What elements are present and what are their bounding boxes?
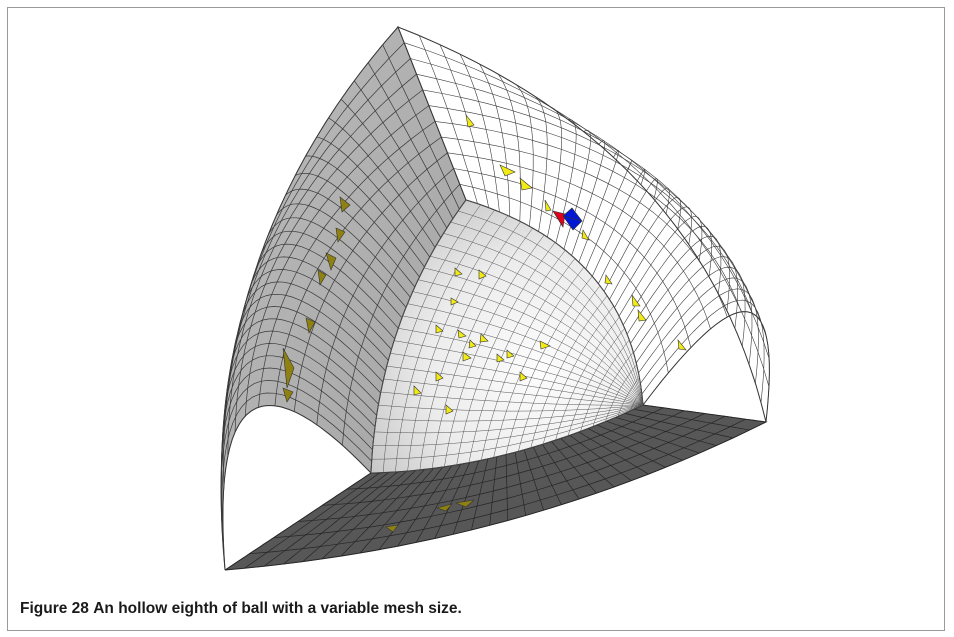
yellow-element xyxy=(637,309,647,322)
dark-yellow-element xyxy=(325,252,337,271)
yellow-element xyxy=(539,340,551,350)
figure-label: Figure 28 xyxy=(20,600,89,617)
caption-text: An hollow eighth of ball with a variable… xyxy=(93,600,462,617)
yellow-element xyxy=(631,293,641,307)
yellow-element xyxy=(478,269,487,280)
dark-yellow-element xyxy=(339,196,351,213)
dark-yellow-element xyxy=(435,503,453,512)
yellow-element xyxy=(462,351,472,362)
yellow-element xyxy=(519,177,533,191)
dark-yellow-element xyxy=(317,269,327,286)
yellow-element xyxy=(445,404,454,415)
yellow-element xyxy=(479,333,489,343)
inner-sphere-mesh xyxy=(370,199,644,474)
dark-yellow-element xyxy=(454,499,475,508)
red-element xyxy=(552,210,564,228)
right-face-mesh xyxy=(397,26,770,423)
yellow-element xyxy=(506,349,515,359)
yellow-element xyxy=(496,353,505,363)
yellow-element xyxy=(499,164,516,177)
yellow-element xyxy=(468,339,477,349)
blue-element xyxy=(562,215,583,231)
yellow-element xyxy=(457,329,467,339)
dark-yellow-element xyxy=(305,317,316,334)
yellow-element xyxy=(435,371,444,382)
yellow-element xyxy=(413,385,422,396)
yellow-element xyxy=(519,371,528,382)
yellow-element xyxy=(465,113,475,128)
dark-yellow-element xyxy=(282,347,295,389)
yellow-element xyxy=(454,267,463,277)
dark-yellow-element xyxy=(385,524,399,533)
yellow-element xyxy=(581,229,590,241)
dark-yellow-element xyxy=(335,227,346,243)
yellow-element xyxy=(450,297,459,306)
dark-yellow-element xyxy=(282,387,294,403)
yellow-element xyxy=(604,274,613,285)
yellow-element xyxy=(544,199,552,212)
bottom-face-mesh xyxy=(224,404,767,571)
yellow-element xyxy=(435,324,444,334)
figure-caption: Figure 28 An hollow eighth of ball with … xyxy=(20,600,462,618)
yellow-element xyxy=(677,339,687,351)
